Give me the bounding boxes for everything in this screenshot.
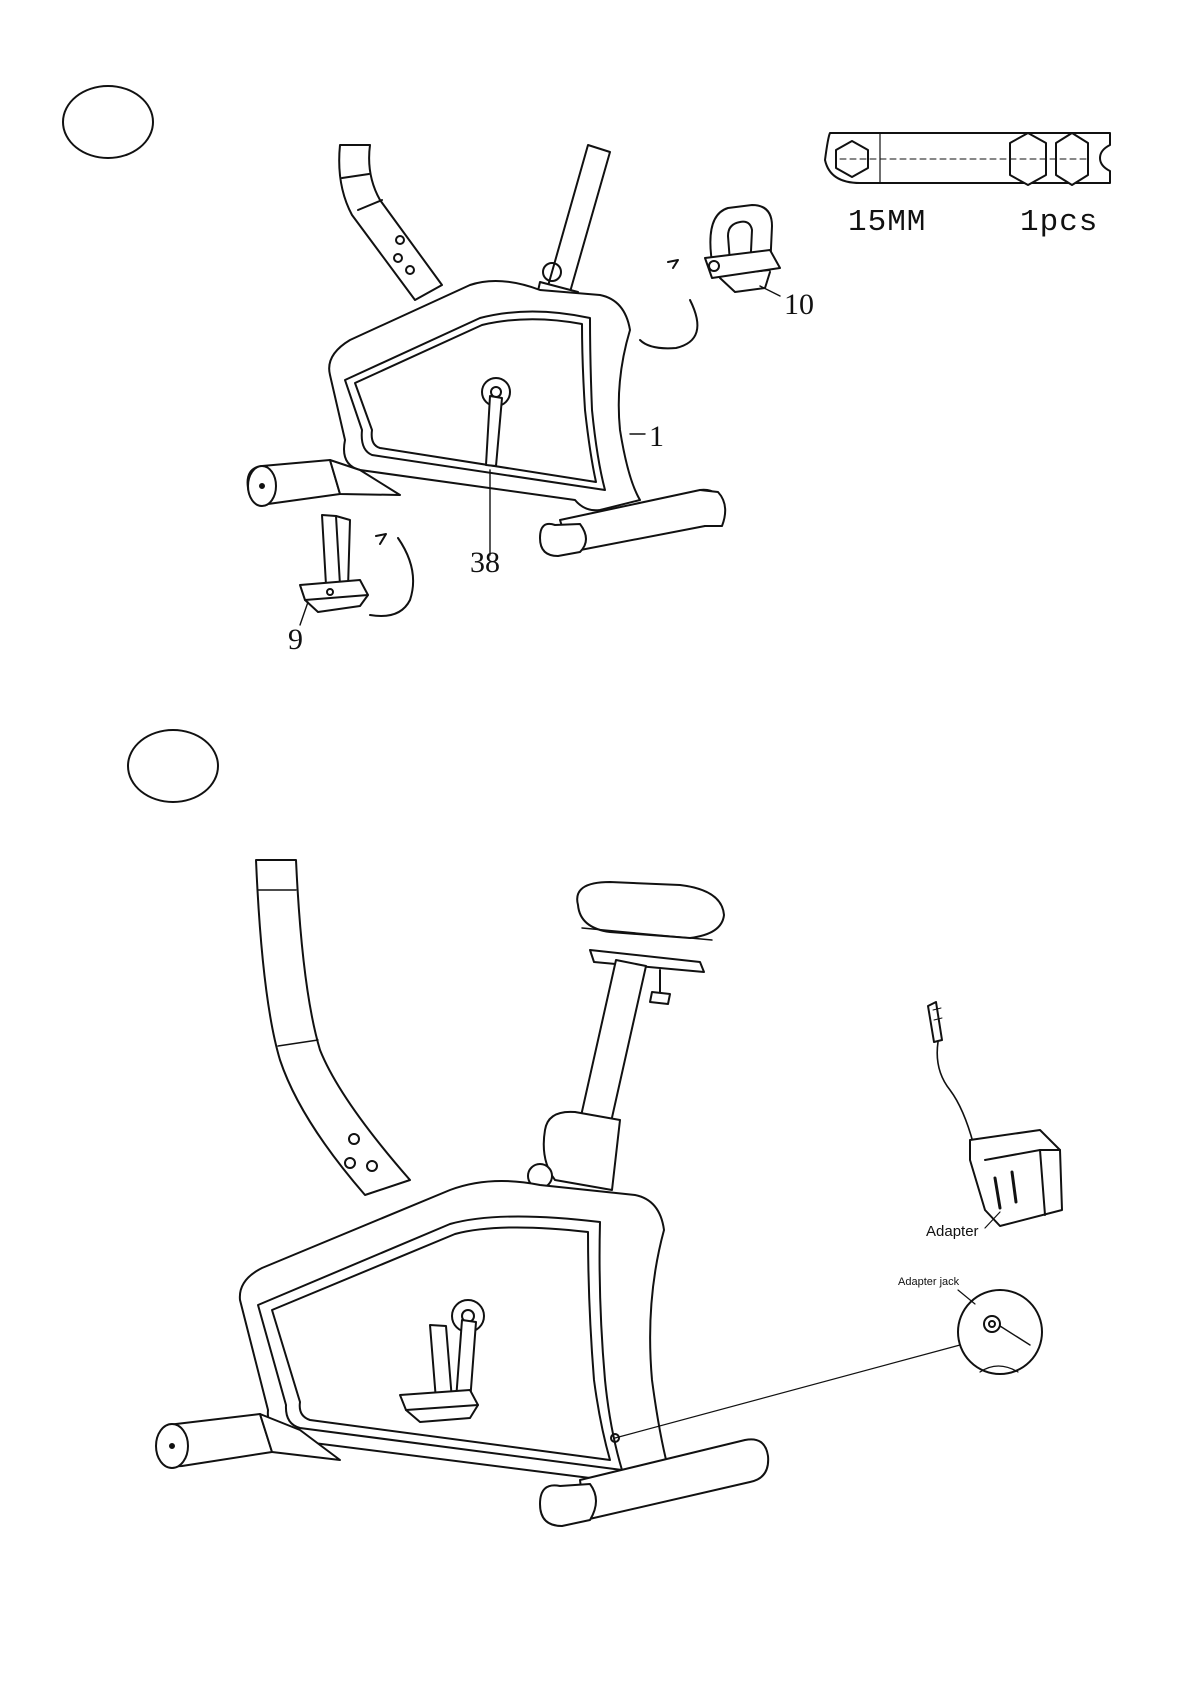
part-label-frame: 1	[649, 422, 664, 452]
tool-quantity-label: 1pcs	[1020, 207, 1098, 238]
adapter-drawing	[928, 1002, 1062, 1228]
tool-size-label: 15MM	[848, 207, 926, 238]
adapter-label: Adapter	[926, 1224, 979, 1239]
adapter-jack-detail-drawing	[615, 1290, 1042, 1438]
part-label-right-pedal: 10	[784, 290, 814, 320]
step-1-left-pedal-drawing	[300, 515, 413, 616]
part-label-left-pedal: 9	[288, 625, 303, 655]
adapter-jack-label: Adapter jack	[898, 1277, 959, 1288]
part-label-crank: 38	[470, 548, 500, 578]
step-2-bike-drawing	[156, 860, 768, 1526]
wrench-tool-drawing	[825, 133, 1110, 185]
step-1-right-pedal-drawing	[640, 205, 780, 348]
step-1-bike-frame-drawing	[248, 145, 726, 556]
